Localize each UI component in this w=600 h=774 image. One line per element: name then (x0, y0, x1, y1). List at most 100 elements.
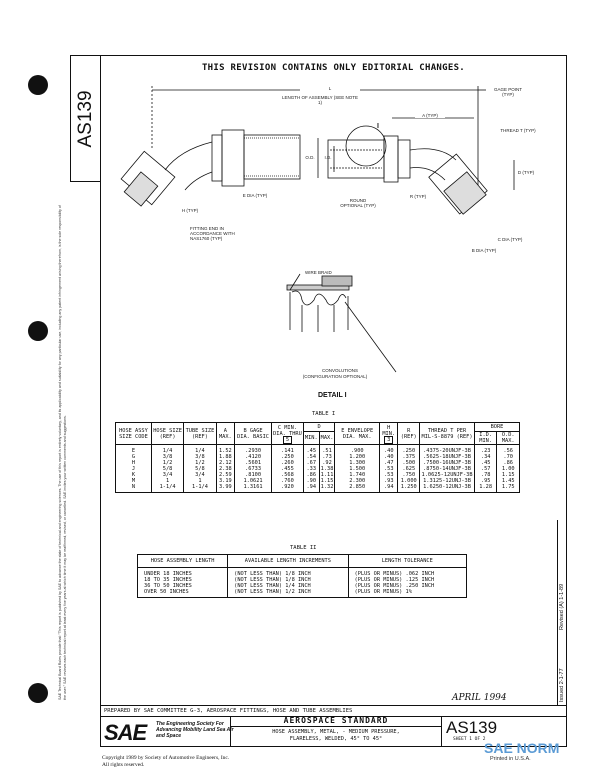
revision-note: THIS REVISION CONTAINS ONLY EDITORIAL CH… (201, 63, 466, 73)
table-cell: (NOT LESS THAN) 1/8 INCH (227, 567, 349, 577)
sheet-number: SHEET 1 OF 2 (453, 737, 486, 742)
table-cell: 3.19 (215, 478, 236, 484)
table-cell: 1.75 (496, 484, 520, 493)
revised-date: Revised (A) 1-1-89 (559, 583, 565, 630)
table-cell: (NOT LESS THAN) 1/8 INCH (227, 577, 349, 583)
rights-line: All rights reserved. (102, 762, 145, 768)
detail-ref-label: I (377, 123, 379, 130)
table-cell: 1.52 (215, 444, 236, 454)
table-cell: .760 (271, 478, 304, 484)
d-typ-label: D (TYP) (517, 170, 535, 175)
table-cell: .5601 (234, 460, 272, 466)
table-cell: 1.15 (496, 472, 520, 478)
configuration-optional-label: (CONFIGURATION OPTIONAL) (302, 374, 368, 379)
table-cell: .8100 (234, 472, 272, 478)
table-cell: 1-1/4 (150, 484, 185, 493)
b-dia-label: B DIA (TYP) (471, 248, 497, 253)
table-cell: .53 (379, 472, 399, 478)
drawing-frame (100, 55, 567, 747)
table-cell: .568 (271, 472, 304, 478)
standard-title-box: AEROSPACE STANDARD HOSE ASSEMBLY, METAL,… (230, 716, 442, 747)
table-row: UNDER 18 INCHES(NOT LESS THAN) 1/8 INCH(… (136, 567, 467, 577)
table-cell: 1.3161 (234, 484, 272, 493)
punch-hole (28, 683, 48, 703)
copyright: Copyright 1989 by Society of Automotive … (102, 755, 229, 769)
col-tube-size: TUBE SIZE (REF) (183, 422, 217, 445)
copyright-line: Copyright 1989 by Society of Automotive … (102, 755, 230, 761)
col-d-min: MIN. (302, 431, 320, 445)
h-typ-label: H (TYP) (181, 208, 199, 213)
table-cell: 1-1/4 (183, 484, 217, 493)
col-length-tolerance: LENGTH TOLERANCE (347, 554, 467, 568)
table-cell: .4375-20UNJF-3B (419, 444, 475, 454)
wire-braid-label: WIRE BRAID (305, 270, 332, 275)
convolutions-label: CONVOLUTIONS (321, 368, 358, 373)
col-c-text: C MIN. DIA. THRU (273, 424, 302, 437)
e-dia-label: E DIA (TYP) (242, 193, 268, 198)
punch-hole (28, 75, 48, 95)
table-cell: .6733 (234, 466, 272, 472)
table-cell: 1/4 (150, 444, 185, 454)
c-dia-label: C DIA (TYP) (497, 237, 523, 242)
table-cell: 3.99 (215, 484, 236, 493)
round-optional-label: ROUND OPTIONAL (TYP) (340, 198, 376, 208)
table-cell: 1.88 (215, 454, 236, 460)
table2-title: TABLE II (290, 545, 317, 551)
table-cell: .53 (379, 466, 399, 472)
id-label: I.D. (324, 155, 332, 160)
table-cell: 1.0621 (234, 478, 272, 484)
issued-date: Issued 2-1-77 (559, 668, 565, 702)
table-cell: (PLUS OR MINUS) .062 INCH (347, 567, 467, 577)
col-h-text: H MIN. (382, 424, 396, 437)
punch-hole (28, 321, 48, 341)
table-cell: 1.28 (473, 484, 498, 493)
table-cell: 1.6250-12UNJ-3B (419, 484, 475, 493)
col-hose-size: HOSE SIZE (REF) (150, 422, 185, 445)
table-cell: OVER 50 INCHES (136, 589, 229, 598)
table-cell: .45 (302, 444, 320, 454)
description-line-1: HOSE ASSEMBLY, METAL, - MEDIUM PRESSURE, (272, 729, 400, 735)
table-2: HOSE ASSEMBLY LENGTH AVAILABLE LENGTH IN… (136, 554, 467, 598)
table-cell: .250 (397, 444, 421, 454)
table-cell: .78 (473, 472, 498, 478)
table-cell: .2930 (234, 444, 272, 454)
table-cell: 2.12 (215, 460, 236, 466)
detail-title: DETAIL I (318, 392, 347, 399)
table-cell: (PLUS OR MINUS) 1% (347, 589, 467, 598)
table-row: 18 TO 35 INCHES(NOT LESS THAN) 1/8 INCH(… (136, 577, 467, 583)
table-cell: (PLUS OR MINUS) .250 INCH (347, 583, 467, 589)
sae-tagline: The Engineering Society For Advancing Mo… (156, 721, 234, 739)
sae-logo: SAE The Engineering Society For Advancin… (104, 720, 234, 746)
col-length-increments: AVAILABLE LENGTH INCREMENTS (227, 554, 349, 568)
length-description: LENGTH OF ASSEMBLY (SEE NOTE 1) (281, 95, 359, 105)
a-typ-label: A (TYP) (415, 113, 445, 118)
table-1: HOSE ASSY SIZE CODE HOSE SIZE (REF) TUBE… (115, 422, 521, 493)
printed-in: Printed in U.S.A. (490, 756, 531, 762)
title-block (100, 716, 567, 747)
r-typ-label: R (TYP) (409, 194, 427, 199)
table-cell: .250 (271, 454, 304, 460)
col-b: B GAGE DIA. BASIC (234, 422, 272, 445)
hose-assembly-drawing (120, 86, 515, 373)
table-cell: .93 (379, 478, 399, 484)
table-row: OVER 50 INCHES(NOT LESS THAN) 1/2 INCH(P… (136, 589, 467, 598)
watermark-logo: SAE NORM (484, 740, 560, 756)
table-cell: 1.250 (397, 484, 421, 493)
sae-logo-mark: SAE (104, 720, 147, 745)
table-cell: .920 (271, 484, 304, 493)
prepared-by: PREPARED BY SAE COMMITTEE G-3, AEROSPACE… (100, 705, 567, 716)
table-cell: .94 (379, 484, 399, 493)
table-cell: .95 (473, 478, 498, 484)
col-assembly-length: HOSE ASSEMBLY LENGTH (136, 554, 229, 568)
table-cell: (NOT LESS THAN) 1/2 INCH (227, 589, 349, 598)
table-cell: 2.59 (215, 472, 236, 478)
table-cell: .86 (496, 460, 520, 466)
table-cell: .455 (271, 466, 304, 472)
